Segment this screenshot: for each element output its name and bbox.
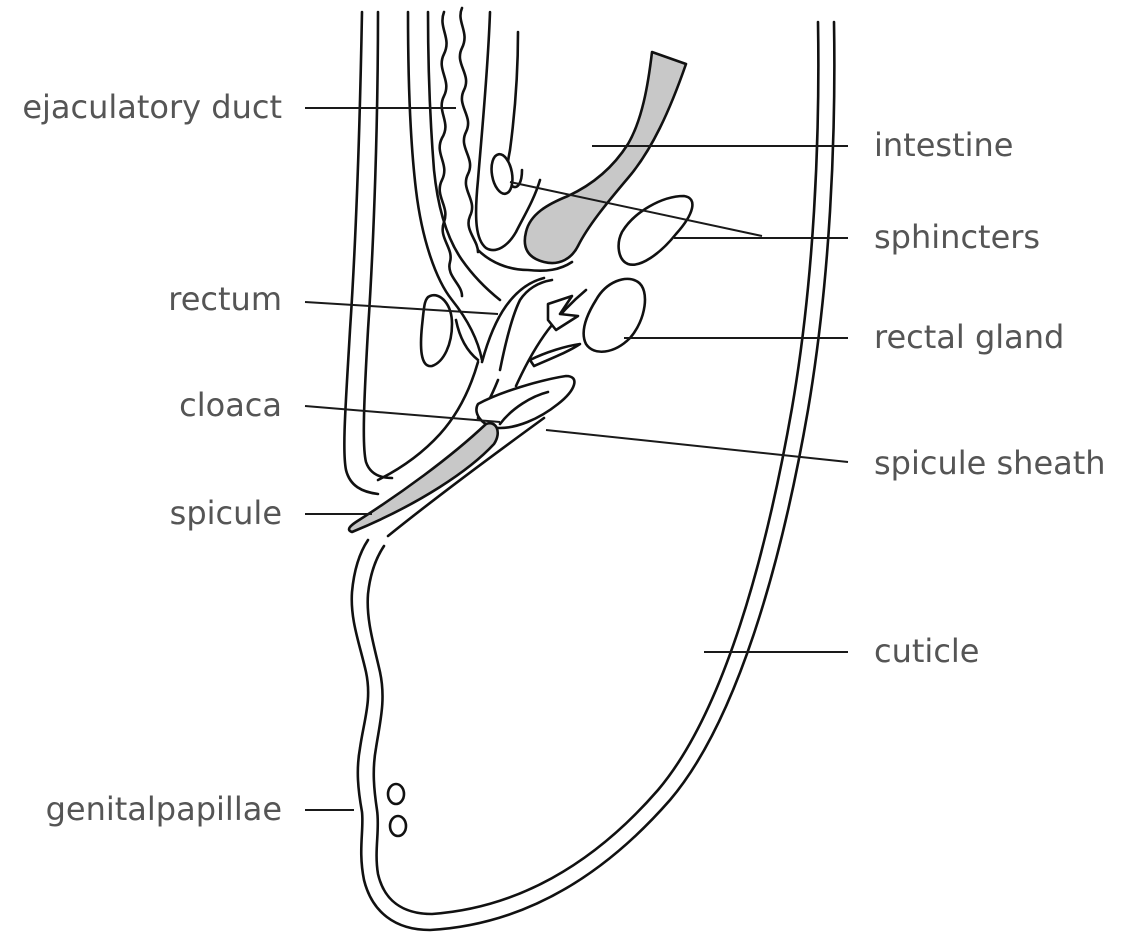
cuticle-outline xyxy=(344,12,834,930)
label-rectum: rectum xyxy=(168,280,282,318)
label-spicule-sheath: spicule sheath xyxy=(874,444,1106,482)
rectal-gland xyxy=(584,279,645,352)
label-ejaculatory-duct: ejaculatory duct xyxy=(22,88,282,126)
rectal-side-lobe xyxy=(421,295,452,366)
spicule-sheath-wall xyxy=(388,418,544,536)
leader-rectum xyxy=(305,302,498,314)
vas-deferens-wall-left xyxy=(428,12,500,300)
body-wall-left-inner xyxy=(364,12,392,478)
label-cuticle: cuticle xyxy=(874,632,979,670)
genital-papilla-1 xyxy=(388,784,404,804)
label-sphincters: sphincters xyxy=(874,218,1040,256)
spicule-shaded xyxy=(349,423,498,532)
sphincter-right xyxy=(619,196,693,265)
intestine-wall-left xyxy=(476,12,540,250)
label-genital-papillae: genitalpapillae xyxy=(46,790,282,828)
label-cloaca: cloaca xyxy=(179,386,282,424)
sphincter-left xyxy=(489,153,516,196)
leader-cloaca xyxy=(305,406,500,422)
genital-papilla-2 xyxy=(390,816,406,836)
label-intestine: intestine xyxy=(874,126,1013,164)
label-rectal-gland: rectal gland xyxy=(874,318,1064,356)
rectum-structure xyxy=(421,250,586,386)
label-spicule: spicule xyxy=(170,494,282,532)
